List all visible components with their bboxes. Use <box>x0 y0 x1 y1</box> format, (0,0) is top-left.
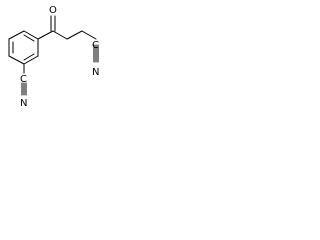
ring-nitrile-nitrogen-label: N <box>20 98 27 109</box>
ring-inner-double-bond-1 <box>23 34 35 42</box>
ring-bond-6 <box>8 30 25 40</box>
ring-bond-4 <box>8 55 25 65</box>
benzene-ring <box>8 30 39 65</box>
ring-nitrile-carbon-label: C <box>20 74 27 85</box>
ring-bond-3 <box>23 55 39 65</box>
chain-bond-1 <box>52 30 68 40</box>
chemical-structure: O C N C N <box>0 0 111 111</box>
chain-bond-2 <box>66 30 83 40</box>
ring-inner-double-bond-2 <box>23 53 35 61</box>
chain-nitrile-carbon-label: C <box>92 40 99 51</box>
ring-bond-1 <box>23 30 39 40</box>
ketone-chain: O <box>37 5 97 40</box>
ring-nitrile-group: C N <box>20 63 27 109</box>
chain-nitrile-nitrogen-label: N <box>92 67 99 78</box>
chain-nitrile-group: C N <box>92 40 99 78</box>
carbonyl-oxygen-label: O <box>49 5 57 16</box>
ring-to-carbonyl-bond <box>37 30 54 40</box>
chain-bond-3 <box>81 30 97 40</box>
